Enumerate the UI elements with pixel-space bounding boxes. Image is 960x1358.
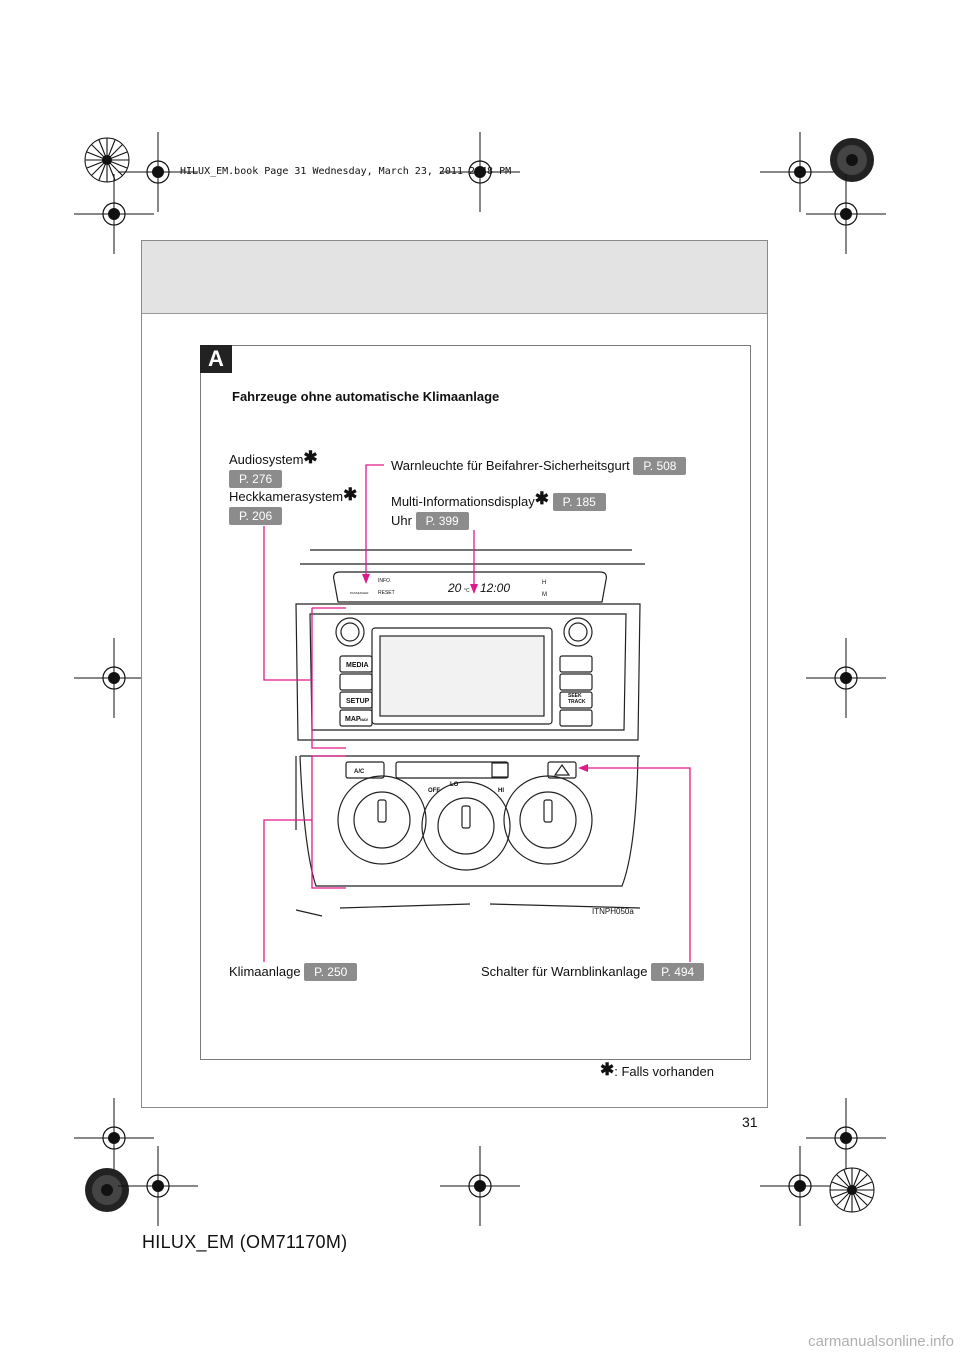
page-ref-audio[interactable]: P. 276 <box>229 470 283 488</box>
asterisk-icon: ✱ <box>303 448 318 467</box>
nav-button-label: NAV <box>360 717 368 722</box>
callout-clock: Uhr P. 399 <box>391 512 469 530</box>
asterisk-icon: ✱ <box>343 485 358 504</box>
display-temp: 20 <box>447 581 462 595</box>
callout-clock-label: Uhr <box>391 513 412 528</box>
info-label: INFO. <box>378 578 391 584</box>
media-button-label: MEDIA <box>346 662 369 669</box>
callout-mid: Multi-Informationsdisplay✱ P. 185 <box>391 490 606 511</box>
figure-code: ITNPH050a <box>592 907 634 916</box>
page-ref-hazard[interactable]: P. 494 <box>651 963 705 981</box>
footnote-text: : Falls vorhanden <box>614 1064 714 1079</box>
map-button-label: MAP <box>345 716 361 723</box>
h-label: H <box>542 580 546 586</box>
section-box <box>200 345 751 1060</box>
display-clock: 12:00 <box>480 581 510 595</box>
page-ref-climate[interactable]: P. 250 <box>304 963 358 981</box>
m-label: M <box>542 592 547 598</box>
asterisk-icon: ✱ <box>600 1060 615 1079</box>
callout-audio-label: Audiosystem <box>229 452 304 467</box>
page-number: 31 <box>742 1114 758 1130</box>
display-temp-unit: °C <box>464 588 470 594</box>
passenger-label: PASSENGER <box>350 591 369 595</box>
page-ref-camera[interactable]: P. 206 <box>229 507 283 525</box>
section-subtitle: Fahrzeuge ohne automatische Klimaanlage <box>232 389 500 404</box>
fan-lo-label: LO <box>450 782 459 788</box>
asterisk-icon: ✱ <box>534 489 550 508</box>
print-header: HILUX_EM.book Page 31 Wednesday, March 2… <box>180 166 512 177</box>
dashboard-illustration: INFO. RESET PASSENGER 20 °C 12:00 H M ME… <box>295 549 645 917</box>
footnote: ✱: Falls vorhanden <box>600 1061 714 1079</box>
watermark: carmanualsonline.info <box>808 1333 954 1350</box>
callout-mid-label: Multi-Informationsdisplay <box>391 494 535 509</box>
page-ref-clock[interactable]: P. 399 <box>415 512 469 530</box>
callout-audio: Audiosystem✱ P. 276 <box>229 449 318 488</box>
setup-button-label: SETUP <box>346 698 370 705</box>
reset-label: RESET <box>378 590 395 596</box>
seek-button-label: SEEK <box>568 693 582 699</box>
section-badge: A <box>200 345 232 373</box>
fan-off-label: OFF <box>428 788 440 794</box>
callout-hazard-label: Schalter für Warnblinkanlage <box>481 964 648 979</box>
header-band <box>142 241 767 314</box>
callout-seatbelt: Warnleuchte für Beifahrer-Sicherheitsgur… <box>391 457 687 475</box>
track-button-label: TRACK <box>568 699 586 705</box>
callout-hazard: Schalter für Warnblinkanlage P. 494 <box>481 963 705 981</box>
ac-button-label: A/C <box>354 769 365 775</box>
page-ref-seatbelt[interactable]: P. 508 <box>633 457 687 475</box>
callout-camera: Heckkamerasystem✱ P. 206 <box>229 486 357 525</box>
doc-code: HILUX_EM (OM71170M) <box>142 1232 348 1252</box>
callout-climate: Klimaanlage P. 250 <box>229 963 358 981</box>
page-ref-mid[interactable]: P. 185 <box>552 493 606 511</box>
callout-climate-label: Klimaanlage <box>229 964 301 979</box>
callout-camera-label: Heckkamerasystem <box>229 489 344 504</box>
fan-hi-label: HI <box>498 788 504 794</box>
callout-seatbelt-label: Warnleuchte für Beifahrer-Sicherheitsgur… <box>391 458 630 473</box>
